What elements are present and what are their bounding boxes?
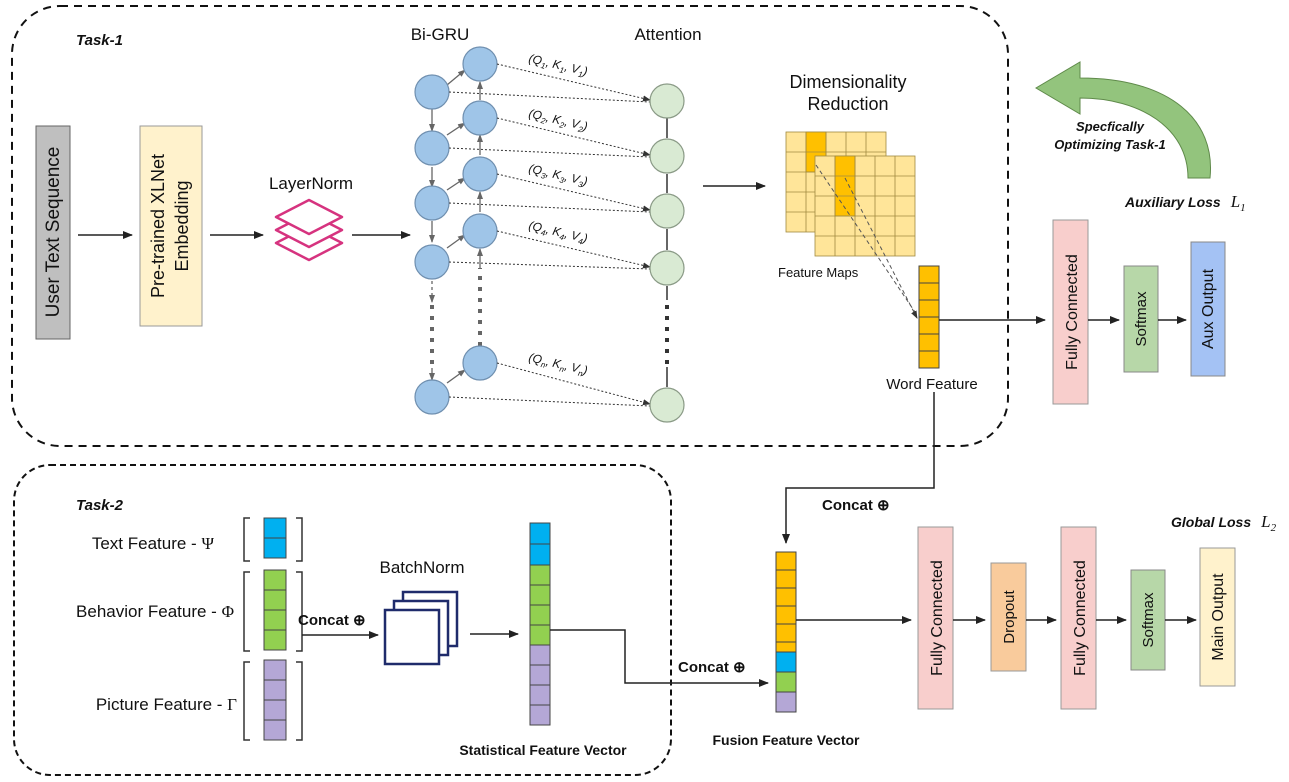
main-output-label: Main Output — [1210, 573, 1227, 661]
word-feature-vector — [918, 265, 940, 369]
attention-node — [649, 138, 685, 174]
attention-node — [649, 250, 685, 286]
gru-node-forward — [414, 130, 450, 166]
batchnorm-label: BatchNorm — [379, 558, 464, 577]
statistical-feature-vector — [529, 522, 551, 726]
xlnet-embedding-line1: Pre-trained XLNet — [148, 154, 168, 298]
main-fully-connected-1-box — [917, 526, 954, 710]
xlnet-embedding-line2: Embedding — [172, 180, 192, 271]
text-feature-vector — [263, 517, 287, 559]
attention-node — [649, 193, 685, 229]
aux-fully-connected-box — [1052, 219, 1089, 405]
qkv-label-n: (Qn, Kn, Vn) — [527, 350, 589, 379]
task2-title: Task-2 — [76, 497, 124, 514]
xlnet-embedding-box — [139, 125, 203, 327]
dim-reduction-line2: Reduction — [807, 94, 888, 114]
aux-softmax-box — [1123, 265, 1159, 373]
attention-nodes — [649, 83, 685, 423]
aux-fully-connected-label: Fully Connected — [1064, 254, 1081, 370]
aux-softmax-label: Softmax — [1133, 291, 1150, 347]
bigru-nodes — [414, 46, 498, 415]
dim-reduction-line1: Dimensionality — [789, 72, 906, 92]
attention-label: Attention — [634, 25, 701, 44]
task2-container — [13, 464, 672, 776]
gru-node-backward — [462, 156, 498, 192]
text-feature-label: Text Feature - Ψ — [92, 534, 215, 553]
behavior-feature-vector — [263, 569, 287, 651]
main-fully-connected-2-label: Fully Connected — [1072, 560, 1089, 676]
main-fully-connected-2-box — [1060, 526, 1097, 710]
gru-node-backward — [462, 345, 498, 381]
aux-output-label: Aux Output — [1200, 268, 1217, 349]
picture-feature-label: Picture Feature - Γ — [96, 695, 237, 714]
bigru-connections — [429, 69, 483, 384]
curved-arrow-icon — [1035, 61, 1212, 179]
behavior-feature-label: Behavior Feature - Φ — [76, 602, 234, 621]
main-output-box — [1199, 547, 1236, 687]
task1-container — [11, 5, 1009, 447]
feature-map-front — [814, 155, 916, 257]
specifically-line2: Optimizing Task-1 — [1054, 137, 1165, 152]
qkv-label-2: (Q2, K2, V2) — [527, 106, 589, 135]
bigru-label: Bi-GRU — [411, 25, 470, 44]
qkv-labels: (Q1, K1, V1) (Q2, K2, V2) (Q3, K3, V3) (… — [527, 51, 589, 379]
user-text-sequence-label: User Text Sequence — [43, 147, 64, 318]
statistical-feature-vector-label: Statistical Feature Vector — [459, 742, 627, 758]
qkv-label-3: (Q3, K3, V3) — [527, 161, 589, 190]
qkv-label-1: (Q1, K1, V1) — [527, 51, 589, 80]
gru-node-forward — [414, 185, 450, 221]
attention-node — [649, 83, 685, 119]
main-softmax-label: Softmax — [1140, 592, 1157, 648]
layernorm-icon — [274, 198, 344, 262]
attention-node — [649, 387, 685, 423]
feature-maps-label: Feature Maps — [778, 265, 859, 280]
picture-feature-vector — [263, 659, 287, 741]
gru-node-backward — [462, 100, 498, 136]
layernorm-label: LayerNorm — [269, 174, 353, 193]
gru-node-backward — [462, 213, 498, 249]
feature-brackets — [243, 517, 303, 741]
word-feature-label: Word Feature — [886, 376, 977, 393]
gru-node-forward — [414, 244, 450, 280]
main-softmax-box — [1130, 569, 1166, 671]
user-text-sequence-box — [35, 125, 71, 340]
task2-concat-label: Concat ⊕ — [298, 612, 366, 629]
batchnorm-icon — [383, 590, 459, 666]
gru-node-backward — [462, 46, 498, 82]
dropout-label: Dropout — [1001, 589, 1018, 643]
gru-node-forward — [414, 379, 450, 415]
dropout-box — [990, 562, 1027, 672]
aux-output-box — [1190, 241, 1226, 377]
task1-title: Task-1 — [76, 32, 123, 49]
specifically-line1: Specfically — [1076, 119, 1145, 134]
main-fully-connected-1-label: Fully Connected — [929, 560, 946, 676]
fusion-feature-vector-label: Fusion Feature Vector — [712, 732, 860, 748]
fusion-feature-vector — [775, 551, 797, 713]
qkv-label-4: (Q4, K4, V4) — [527, 218, 589, 247]
concat-top-label: Concat ⊕ — [822, 497, 890, 514]
gru-node-forward — [414, 74, 450, 110]
concat-bottom-label: Concat ⊕ — [678, 659, 746, 676]
attention-connections — [448, 63, 651, 407]
